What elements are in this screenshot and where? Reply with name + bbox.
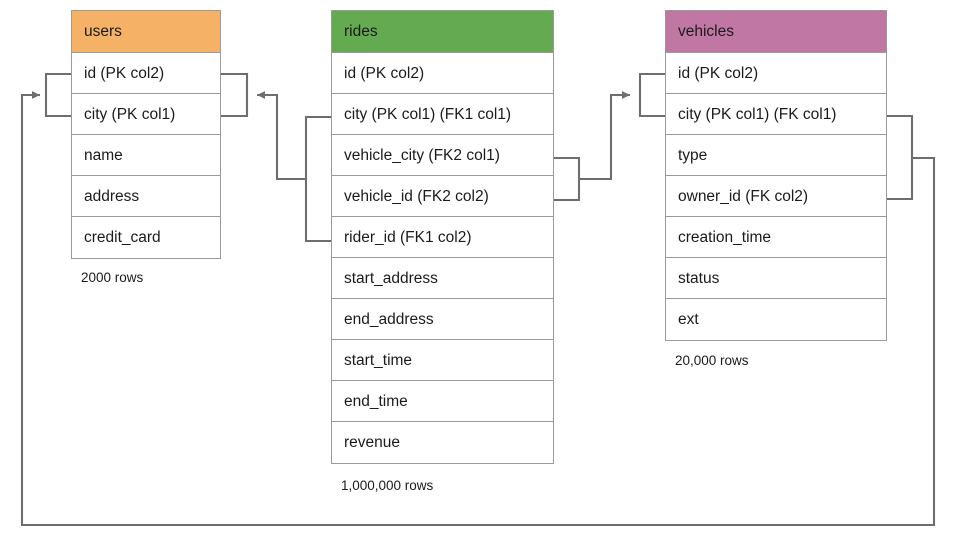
table-rides-column-city[interactable]: city (PK col1) (FK1 col1) bbox=[332, 94, 553, 135]
table-rides-column-start-time[interactable]: start_time bbox=[332, 340, 553, 381]
table-users-column-name[interactable]: name bbox=[72, 135, 220, 176]
table-vehicles-header: vehicles bbox=[666, 11, 886, 53]
table-vehicles-column-owner-id[interactable]: owner_id (FK col2) bbox=[666, 176, 886, 217]
users-left-key-bracket bbox=[44, 72, 71, 118]
connector-rides-to-users bbox=[257, 91, 306, 181]
table-vehicles-column-ext[interactable]: ext bbox=[666, 299, 886, 340]
table-vehicles-column-status[interactable]: status bbox=[666, 258, 886, 299]
table-users[interactable]: users id (PK col2) city (PK col1) name a… bbox=[71, 10, 221, 259]
table-rides-rowcount: 1,000,000 rows bbox=[341, 478, 434, 493]
table-rides-column-vehicle-id[interactable]: vehicle_id (FK2 col2) bbox=[332, 176, 553, 217]
vehicles-left-key-bracket bbox=[638, 72, 665, 118]
table-users-column-city[interactable]: city (PK col1) bbox=[72, 94, 220, 135]
table-rides-column-end-time[interactable]: end_time bbox=[332, 381, 553, 422]
table-rides[interactable]: rides id (PK col2) city (PK col1) (FK1 c… bbox=[331, 10, 554, 464]
table-rides-column-id[interactable]: id (PK col2) bbox=[332, 53, 553, 94]
table-users-header: users bbox=[72, 11, 220, 53]
table-rides-header: rides bbox=[332, 11, 553, 53]
rides-fk1-bracket bbox=[304, 115, 331, 243]
table-users-column-credit-card[interactable]: credit_card bbox=[72, 217, 220, 258]
users-right-key-bracket bbox=[221, 72, 249, 118]
rides-fk2-bracket bbox=[554, 156, 581, 202]
table-vehicles-column-city[interactable]: city (PK col1) (FK col1) bbox=[666, 94, 886, 135]
table-rides-column-rider-id[interactable]: rider_id (FK1 col2) bbox=[332, 217, 553, 258]
table-vehicles-column-id[interactable]: id (PK col2) bbox=[666, 53, 886, 94]
table-rides-column-end-address[interactable]: end_address bbox=[332, 299, 553, 340]
table-vehicles[interactable]: vehicles id (PK col2) city (PK col1) (FK… bbox=[665, 10, 887, 341]
connector-rides-to-vehicles bbox=[579, 91, 630, 181]
table-rides-column-vehicle-city[interactable]: vehicle_city (FK2 col1) bbox=[332, 135, 553, 176]
table-vehicles-column-creation-time[interactable]: creation_time bbox=[666, 217, 886, 258]
table-rides-column-revenue[interactable]: revenue bbox=[332, 422, 553, 463]
table-users-column-id[interactable]: id (PK col2) bbox=[72, 53, 220, 94]
table-rides-column-start-address[interactable]: start_address bbox=[332, 258, 553, 299]
table-vehicles-rowcount: 20,000 rows bbox=[675, 353, 749, 368]
table-users-rowcount: 2000 rows bbox=[81, 270, 144, 285]
table-users-column-address[interactable]: address bbox=[72, 176, 220, 217]
table-vehicles-column-type[interactable]: type bbox=[666, 135, 886, 176]
vehicles-fk-bracket bbox=[887, 114, 914, 201]
